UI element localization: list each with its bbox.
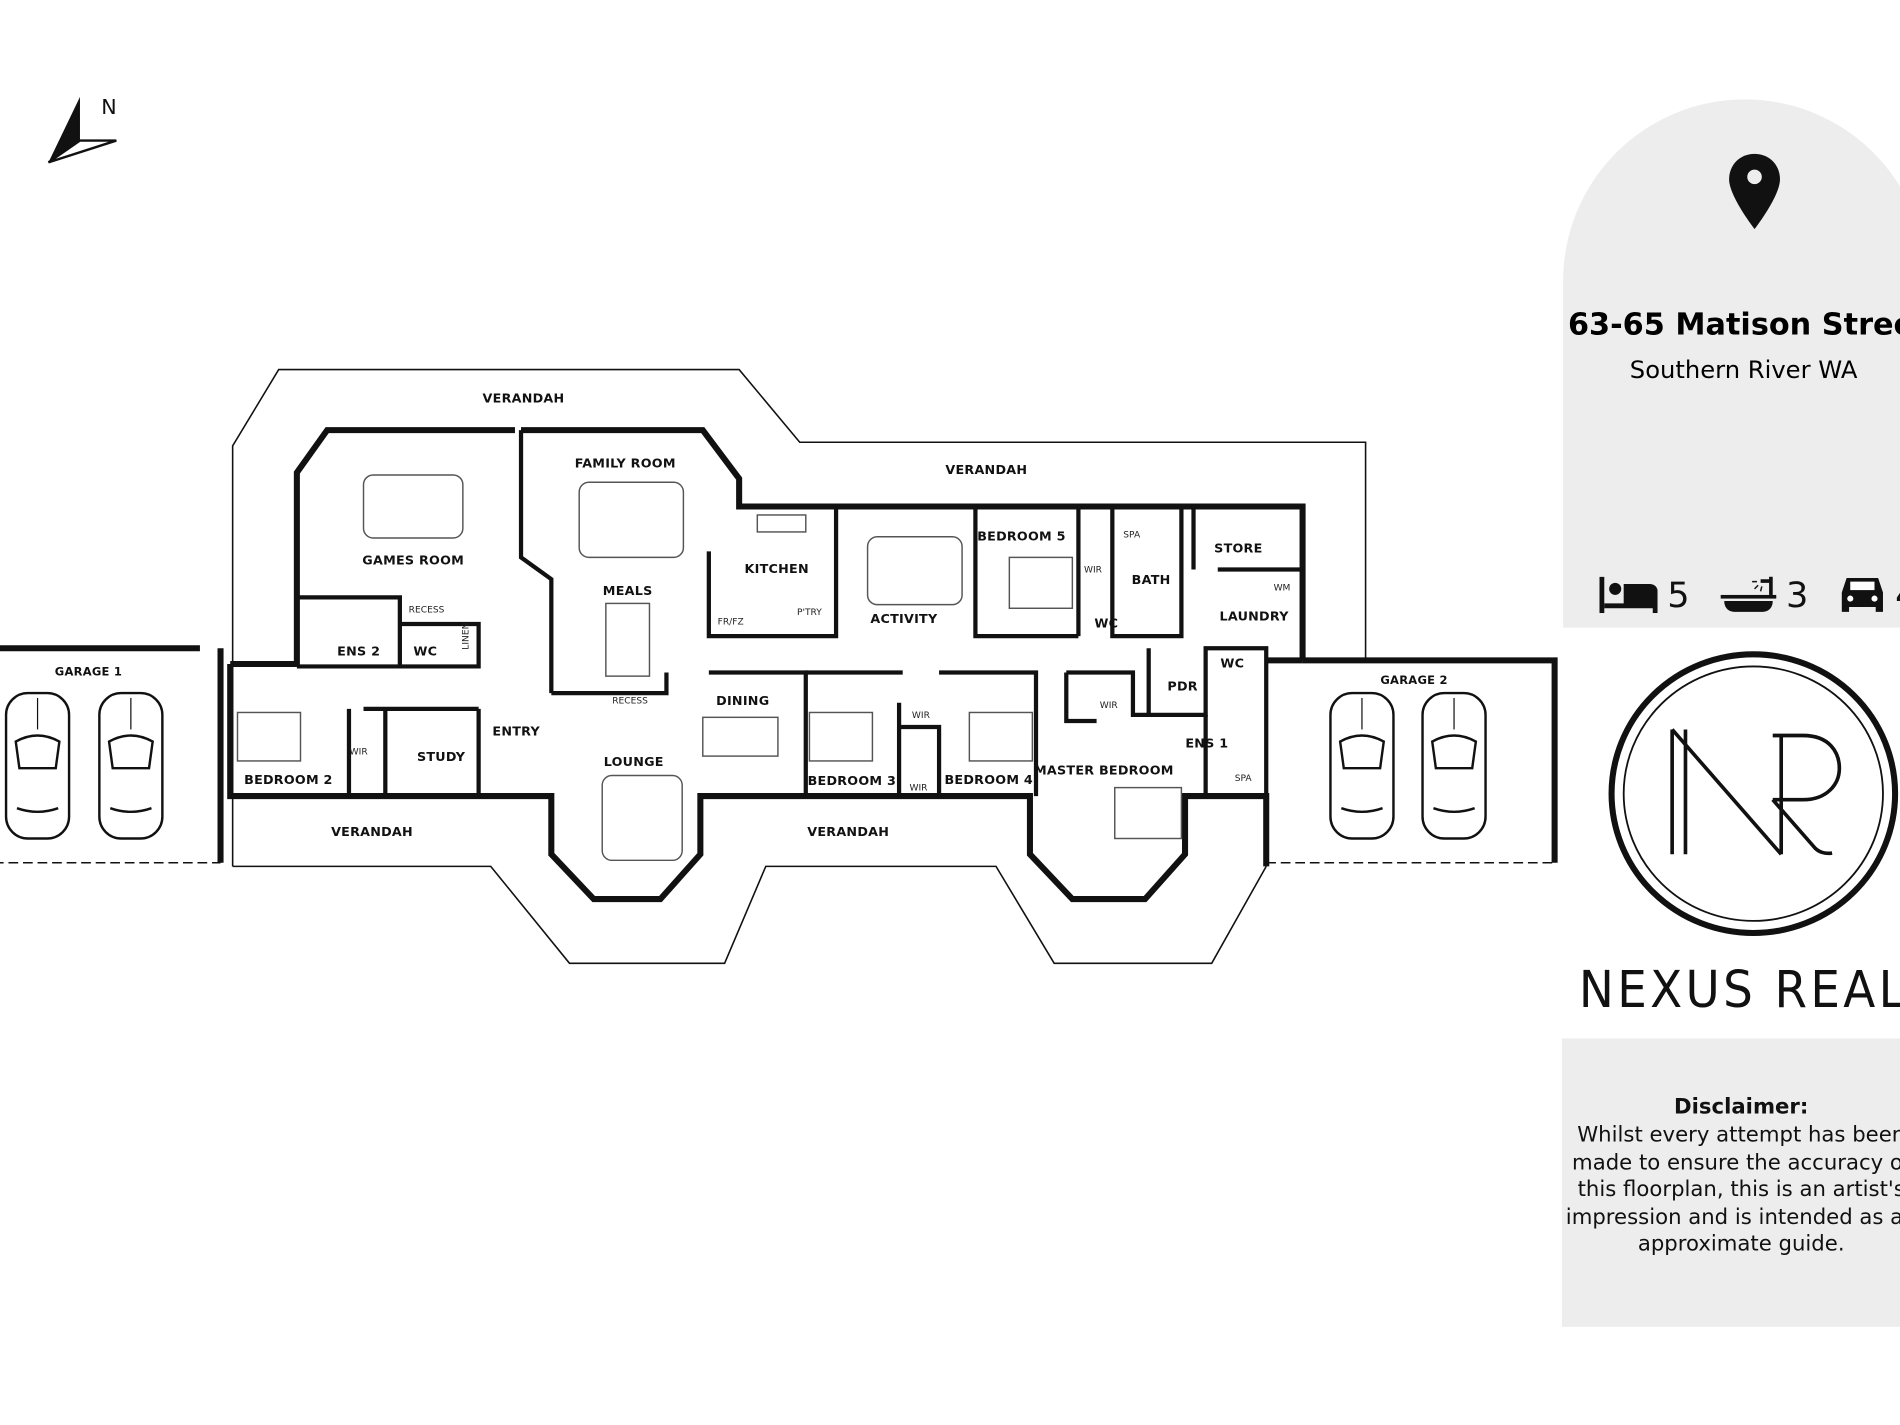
room-label-garage-2: GARAGE 2	[1380, 674, 1448, 688]
furniture	[236, 474, 1183, 862]
disclaimer-title: Disclaimer:	[1674, 1095, 1809, 1120]
fixture-label-wm: WM	[1273, 582, 1291, 594]
bathrooms-count: 3	[1786, 574, 1809, 616]
car-icon	[98, 691, 164, 840]
room-label-verandah: VERANDAH	[482, 391, 565, 406]
room-label-ens-2: ENS 2	[337, 644, 381, 660]
room-label-verandah: VERANDAH	[331, 825, 413, 840]
disclaimer-line: impression and is intended as an	[1565, 1205, 1900, 1230]
fixture-label-linen: LINEN	[459, 622, 471, 650]
room-label-garage-1: GARAGE 1	[54, 665, 123, 680]
disclaimer-line: approximate guide.	[1637, 1232, 1845, 1257]
nexus-realty-logo	[1608, 651, 1899, 937]
room-label-kitchen: KITCHEN	[744, 562, 809, 577]
north-arrow-icon	[47, 96, 117, 164]
room-label-lounge: LOUNGE	[603, 754, 664, 770]
internal-walls	[296, 430, 1303, 797]
disclaimer-panel	[1561, 1038, 1900, 1327]
bathrooms-stat: 3	[1720, 574, 1809, 616]
room-label-verandah: VERANDAH	[807, 825, 890, 840]
room-label-bedroom-3: BEDROOM 3	[807, 774, 897, 789]
fixture-label-pantry: P'TRY	[797, 606, 822, 618]
room-label-verandah: VERANDAH	[945, 462, 1028, 478]
floorplan-drawing	[0, 368, 1558, 965]
car-spaces-stat: 4	[1839, 574, 1900, 616]
car-icon	[1841, 577, 1883, 612]
garage-1	[0, 645, 224, 864]
fixture-label-wir: WIR	[911, 709, 930, 721]
room-label-entry: ENTRY	[492, 724, 540, 740]
room-label-bath: BATH	[1131, 573, 1171, 588]
disclaimer-line: this floorplan, this is an artist's	[1577, 1177, 1900, 1203]
room-label-wc: WC	[1094, 616, 1119, 632]
property-suburb: Southern River WA	[1629, 355, 1858, 385]
room-label-dining: DINING	[716, 694, 770, 709]
bedrooms-count: 5	[1667, 574, 1690, 616]
room-label-bedroom-4: BEDROOM 4	[944, 773, 1034, 788]
fixture-label-wir: WIR	[909, 782, 928, 794]
fixture-label-wir: WIR	[349, 745, 368, 757]
fixture-label-spa: SPA	[1234, 772, 1252, 784]
room-label-family-room: FAMILY ROOM	[574, 456, 676, 472]
room-label-meals: MEALS	[602, 584, 653, 599]
car-spaces-count: 4	[1895, 574, 1900, 615]
car-icon	[4, 691, 71, 840]
room-label-games-room: GAMES ROOM	[362, 553, 465, 569]
room-label-wc: WC	[1220, 656, 1245, 672]
property-address: 63-65 Matison Street	[1567, 306, 1900, 342]
room-label-bedroom-5: BEDROOM 5	[977, 529, 1066, 545]
room-label-pdr: PDR	[1167, 679, 1198, 695]
fixture-label-spa: SPA	[1123, 528, 1141, 540]
disclaimer-line: Whilst every attempt has been	[1577, 1123, 1900, 1148]
fixture-label-recess: RECESS	[408, 604, 445, 615]
north-label: N	[101, 95, 117, 120]
brand-name: NEXUS REALTY	[1578, 959, 1900, 1020]
room-label-ens-1: ENS 1	[1185, 736, 1229, 752]
car-icon	[1329, 691, 1395, 840]
room-label-study: STUDY	[416, 750, 466, 765]
room-label-store: STORE	[1214, 541, 1263, 557]
verandah-outline	[231, 368, 1367, 965]
room-label-bedroom-2: BEDROOM 2	[244, 773, 333, 788]
car-icon	[1421, 691, 1487, 840]
room-label-wc: WC	[413, 644, 438, 660]
bedrooms-stat: 5	[1599, 574, 1690, 616]
fixture-label-fridge: FR/FZ	[717, 616, 744, 628]
external-walls	[227, 427, 1306, 903]
room-label-laundry: LAUNDRY	[1219, 609, 1289, 625]
room-label-master-bedroom: MASTER BEDROOM	[1034, 763, 1174, 778]
fixture-label-wir: WIR	[1099, 699, 1118, 711]
disclaimer-line: made to ensure the accuracy of	[1572, 1151, 1900, 1176]
bath-icon	[1720, 576, 1777, 612]
garage-2	[1266, 657, 1558, 864]
fixture-label-wir: WIR	[1083, 564, 1102, 575]
room-label-activity: ACTIVITY	[870, 611, 938, 627]
fixture-label-recess: RECESS	[612, 694, 648, 706]
location-pin-icon	[1729, 153, 1780, 230]
bed-icon	[1599, 576, 1658, 614]
